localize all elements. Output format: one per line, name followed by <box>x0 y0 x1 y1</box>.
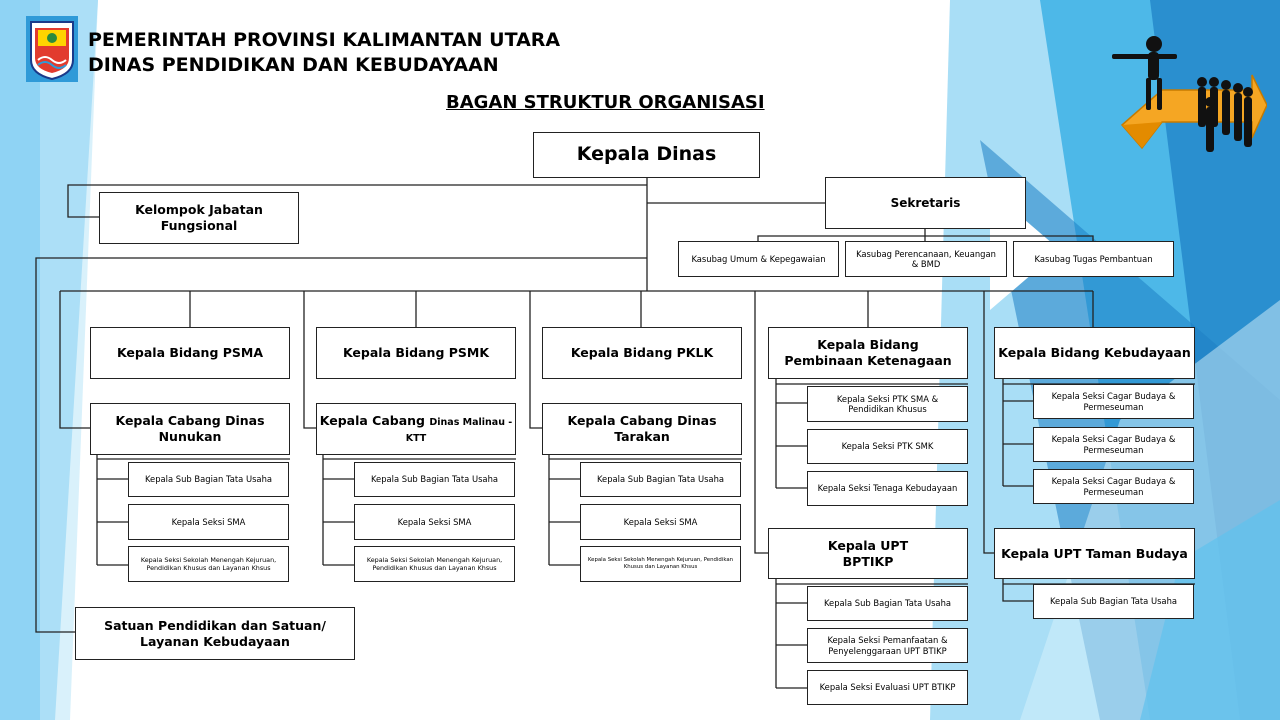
node-taman-tu: Kepala Sub Bagian Tata Usaha <box>1033 584 1194 619</box>
node-kepala-dinas: Kepala Dinas <box>533 132 760 178</box>
kalimantan-utara-emblem-icon <box>26 16 78 82</box>
node-nunukan-tu: Kepala Sub Bagian Tata Usaha <box>128 462 289 497</box>
node-cabang-malinau: Kepala Cabang Dinas Malinau - KTT <box>316 403 516 455</box>
header-line-1: PEMERINTAH PROVINSI KALIMANTAN UTARA <box>88 29 561 51</box>
node-cabang-nunukan: Kepala Cabang Dinas Nunukan <box>90 403 290 455</box>
page-title: BAGAN STRUKTUR ORGANISASI <box>446 92 765 113</box>
node-malinau-sma: Kepala Seksi SMA <box>354 504 515 540</box>
node-sekretaris: Sekretaris <box>825 177 1026 229</box>
node-kelompok-jabatan: Kelompok Jabatan Fungsional <box>99 192 299 244</box>
node-nunukan-sma: Kepala Seksi SMA <box>128 504 289 540</box>
node-kasubag-tugas: Kasubag Tugas Pembantuan <box>1013 241 1174 277</box>
node-bidang-kebudayaan: Kepala Bidang Kebudayaan <box>994 327 1195 379</box>
node-bidang-pklk: Kepala Bidang PKLK <box>542 327 742 379</box>
stick-figures-arrow-icon <box>1112 36 1267 152</box>
node-malinau-tu: Kepala Sub Bagian Tata Usaha <box>354 462 515 497</box>
node-nunukan-smk: Kepala Seksi Sekolah Menengah Kejuruan, … <box>128 546 289 582</box>
node-bptikp-tu: Kepala Sub Bagian Tata Usaha <box>807 586 968 621</box>
node-tarakan-sma: Kepala Seksi SMA <box>580 504 741 540</box>
node-satuan-pendidikan: Satuan Pendidikan dan Satuan/ Layanan Ke… <box>75 607 355 660</box>
node-tarakan-smk: Kepala Seksi Sekolah Menengah Kejuruan, … <box>580 546 741 582</box>
node-cagar-budaya-3: Kepala Seksi Cagar Budaya & Permeseuman <box>1033 469 1194 504</box>
node-kasubag-umum: Kasubag Umum & Kepegawaian <box>678 241 839 277</box>
node-cagar-budaya-1: Kepala Seksi Cagar Budaya & Permeseuman <box>1033 384 1194 419</box>
node-cagar-budaya-2: Kepala Seksi Cagar Budaya & Permeseuman <box>1033 427 1194 462</box>
node-bptikp-evaluasi: Kepala Seksi Evaluasi UPT BTIKP <box>807 670 968 705</box>
node-kasubag-perencanaan: Kasubag Perencanaan, Keuangan & BMD <box>845 241 1007 277</box>
node-upt-taman-budaya: Kepala UPT Taman Budaya <box>994 528 1195 579</box>
header-line-2: DINAS PENDIDIKAN DAN KEBUDAYAAN <box>88 54 499 76</box>
node-tenaga-kebudayaan: Kepala Seksi Tenaga Kebudayaan <box>807 471 968 506</box>
node-ptk-smk: Kepala Seksi PTK SMK <box>807 429 968 464</box>
node-malinau-smk: Kepala Seksi Sekolah Menengah Kejuruan, … <box>354 546 515 582</box>
node-ptk-sma: Kepala Seksi PTK SMA & Pendidikan Khusus <box>807 386 968 422</box>
node-bidang-ketenagaan: Kepala Bidang Pembinaan Ketenagaan <box>768 327 968 379</box>
node-bidang-psmk: Kepala Bidang PSMK <box>316 327 516 379</box>
node-cabang-tarakan: Kepala Cabang Dinas Tarakan <box>542 403 742 455</box>
node-bptikp-pemanfaatan: Kepala Seksi Pemanfaatan & Penyelenggara… <box>807 628 968 663</box>
node-bidang-psma: Kepala Bidang PSMA <box>90 327 290 379</box>
node-tarakan-tu: Kepala Sub Bagian Tata Usaha <box>580 462 741 497</box>
